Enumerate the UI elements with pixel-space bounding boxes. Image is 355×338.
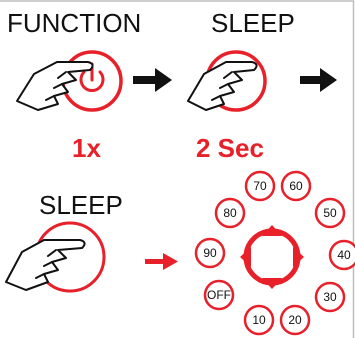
timer-option-70: 70: [244, 170, 276, 202]
step-2-caption: 2 Sec: [196, 133, 264, 163]
timer-option-label: 50: [323, 206, 337, 220]
timer-option-label: 20: [288, 313, 302, 327]
timer-option-40: 40: [328, 239, 355, 271]
timer-option-label: 80: [223, 206, 237, 220]
timer-option-label: 60: [289, 179, 303, 193]
timer-option-60: 60: [280, 170, 312, 202]
timer-option-label: OFF: [207, 288, 231, 302]
timer-option-20: 20: [279, 304, 311, 336]
hand-icon: [5, 239, 86, 291]
timer-option-off: OFF: [203, 279, 235, 311]
arrow-2: [300, 68, 337, 92]
timer-bubble: [314, 197, 346, 229]
step-1-label: FUNCTION: [7, 8, 142, 38]
timer-bubble: [243, 304, 275, 336]
timer-bubble: [203, 279, 235, 311]
timer-option-label: 90: [203, 246, 217, 260]
timer-option-30: 30: [314, 281, 346, 313]
timer-bubble: [214, 197, 246, 229]
timer-bubble: [194, 237, 226, 269]
timer-option-10: 10: [243, 304, 275, 336]
arrow-1: [133, 68, 172, 92]
timer-option-label: 70: [253, 179, 267, 193]
step-2-label: SLEEP: [211, 8, 295, 38]
step-1-caption: 1x: [72, 133, 101, 163]
step-3-label: SLEEP: [39, 190, 123, 220]
timer-bubble: [314, 281, 346, 313]
timer-option-90: 90: [194, 237, 226, 269]
timer-option-label: 40: [337, 248, 351, 262]
timer-bubble: [279, 304, 311, 336]
timer-bubble: [328, 239, 355, 271]
timer-option-80: 80: [214, 197, 246, 229]
timer-bubble: [280, 170, 312, 202]
timer-option-label: 10: [252, 313, 266, 327]
hand-icon: [187, 61, 258, 111]
timer-option-50: 50: [314, 197, 346, 229]
timer-bubble: [244, 170, 276, 202]
timer-option-label: 30: [323, 290, 337, 304]
cycle-arrows-icon: [240, 225, 304, 289]
red-arrow: [145, 253, 178, 270]
hand-icon: [16, 61, 94, 111]
